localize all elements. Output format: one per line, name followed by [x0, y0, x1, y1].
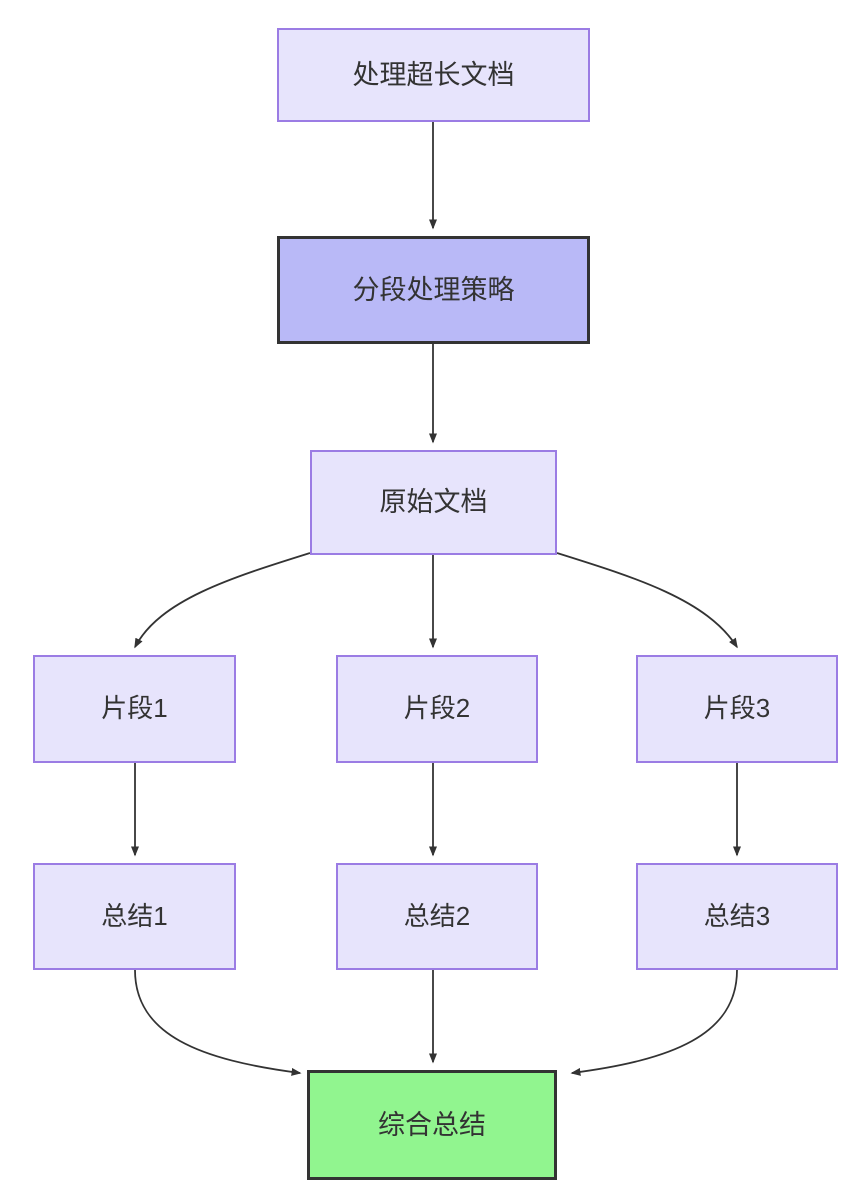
node-chunk-strategy-label: 分段处理策略	[352, 274, 515, 305]
node-original-doc[interactable]: 原始文档	[310, 450, 557, 555]
node-fragment-3[interactable]: 片段3	[636, 655, 838, 763]
node-fragment-1[interactable]: 片段1	[33, 655, 236, 763]
node-fragment-2[interactable]: 片段2	[336, 655, 538, 763]
edge-original-doc-to-fragment-1	[134, 552, 311, 649]
edge-summary-3-to-final-summary	[570, 969, 738, 1076]
node-final-summary-label: 综合总结	[378, 1109, 486, 1140]
node-handle-long-doc[interactable]: 处理超长文档	[277, 28, 590, 122]
node-fragment-3-label: 片段3	[703, 693, 771, 724]
node-summary-1-label: 总结1	[101, 900, 168, 931]
edge-original-doc-to-fragment-3	[556, 552, 738, 649]
node-fragment-1-label: 片段1	[101, 693, 168, 724]
node-summary-3[interactable]: 总结3	[636, 863, 838, 970]
edge-summary-1-to-final-summary	[134, 969, 302, 1076]
node-handle-long-doc-label: 处理超长文档	[352, 59, 515, 90]
node-summary-3-label: 总结3	[703, 900, 771, 931]
node-fragment-2-label: 片段2	[403, 693, 471, 724]
node-summary-1[interactable]: 总结1	[33, 863, 236, 970]
node-summary-2[interactable]: 总结2	[336, 863, 538, 970]
node-summary-2-label: 总结2	[403, 900, 471, 931]
node-final-summary[interactable]: 综合总结	[307, 1070, 557, 1180]
node-chunk-strategy[interactable]: 分段处理策略	[277, 236, 590, 344]
node-original-doc-label: 原始文档	[379, 487, 488, 518]
